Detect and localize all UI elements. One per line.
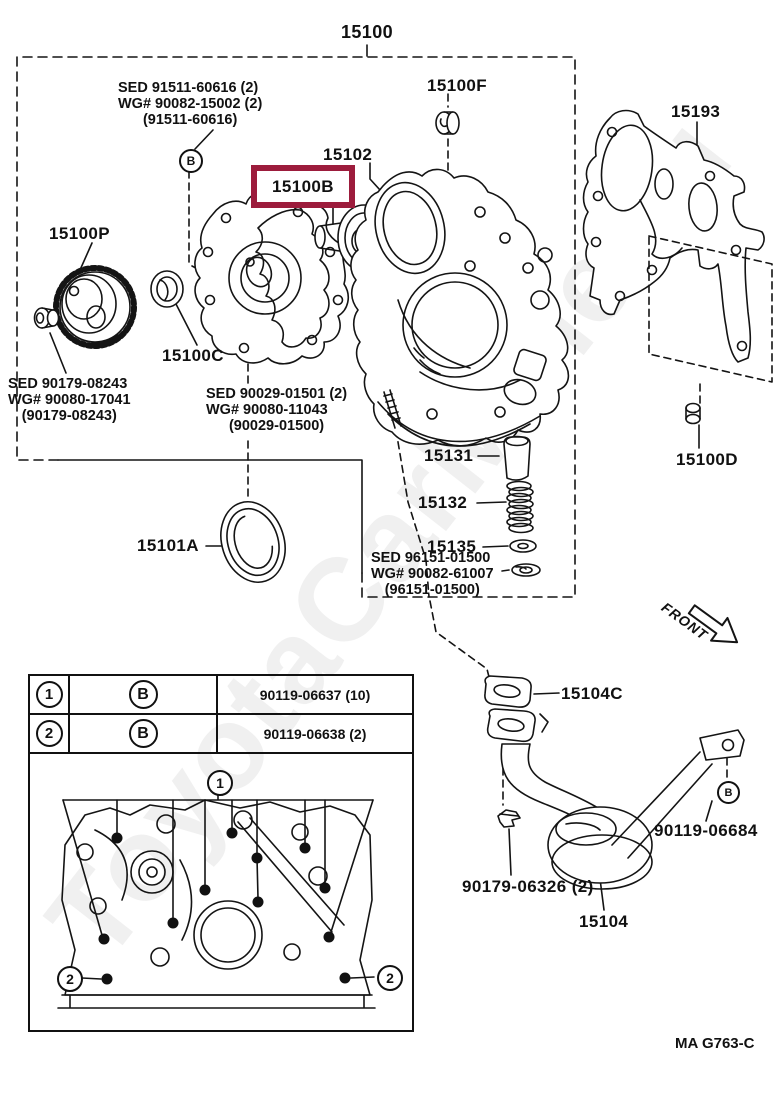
callout-b-top: B (179, 149, 203, 173)
note-line: WG# 90082-61007 (371, 566, 494, 582)
table-cell-part: 90119-06638 (2) (263, 725, 367, 742)
assembly-number-label: 15100 (340, 22, 394, 42)
note-91511: SED 91511-60616 (2) WG# 90082-15002 (2) … (118, 80, 262, 128)
circled-b: B (128, 680, 158, 709)
part-label-90119-06684: 90119-06684 (654, 821, 758, 840)
plug-drawing (435, 111, 460, 135)
note-90029: SED 90029-01501 (2) WG# 90080-11043 (900… (206, 386, 347, 434)
table-cell-num: 1 (30, 676, 70, 713)
timing-gear-case-gasket-drawing (582, 109, 773, 383)
oil-pump-body-drawing (350, 168, 570, 447)
part-label-15100P: 15100P (49, 224, 111, 243)
oil-strainer-drawing (484, 675, 745, 890)
highlighted-part-label-15100B[interactable]: 15100B (251, 165, 355, 208)
callout-b-strainer: B (717, 781, 740, 804)
front-arrow (687, 604, 739, 644)
bolt-reference-box: 1 B 90119-06637 (10) 2 B 90119-06638 (2) (28, 674, 414, 1032)
note-line: SED 90029-01501 (2) (206, 386, 348, 402)
pump-cover-drawing (194, 192, 350, 365)
part-label-15132: 15132 (418, 493, 468, 512)
part-label-15193: 15193 (671, 102, 721, 121)
note-line: (96151-01500) (384, 582, 480, 598)
table-cell-num: 2 (30, 715, 70, 752)
part-label-15104: 15104 (579, 912, 629, 931)
note-96151: SED 96151-01500 WG# 90082-61007 (96151-0… (371, 550, 494, 598)
callout-1-block: 1 (207, 770, 233, 796)
part-label-15100C: 15100C (162, 346, 224, 365)
note-line: (90029-01500) (228, 418, 325, 434)
part-label-15131: 15131 (424, 446, 474, 465)
circled-b: B (128, 719, 158, 748)
relief-valve-drawing (503, 435, 541, 577)
oil-seal-drawing (220, 501, 286, 583)
note-90179: SED 90179-08243 WG# 90080-17041 (90179-0… (8, 376, 131, 424)
part-label-15101A: 15101A (137, 536, 199, 555)
bolt-location-diagram (57, 792, 376, 1009)
bolt-dots (98, 827, 351, 985)
part-label-15100F: 15100F (427, 76, 488, 95)
diagram-code-label: MA G763-C (675, 1035, 755, 1052)
note-line: WG# 90080-11043 (206, 402, 328, 418)
note-line: SED 91511-60616 (2) (118, 80, 259, 96)
leaders (49, 121, 713, 911)
note-line: WG# 90080-17041 (8, 392, 131, 408)
table-row: 2 B 90119-06638 (2) (30, 715, 412, 754)
part-label-15102: 15102 (323, 145, 373, 164)
collar-drawing (150, 270, 184, 308)
note-line: SED 96151-01500 (371, 550, 491, 566)
note-line: SED 90179-08243 (8, 376, 128, 392)
part-label-15135: 15135 (427, 537, 477, 556)
table-cell-code: B (70, 676, 218, 713)
part-label-15100D: 15100D (676, 450, 738, 469)
dowel-drawing (685, 402, 701, 425)
table-row: 1 B 90119-06637 (10) (30, 676, 412, 715)
callout-2-block-left: 2 (57, 966, 83, 992)
oil-pump-drive-gear-drawing (33, 265, 137, 349)
circled-1: 1 (35, 681, 63, 708)
circled-2: 2 (35, 720, 63, 747)
table-cell-part: 90119-06637 (10) (259, 686, 371, 703)
stud-bolt-drawing (383, 389, 402, 429)
note-line: (91511-60616) (142, 112, 238, 128)
part-label-15104C: 15104C (561, 684, 623, 703)
note-line: (90179-08243) (21, 408, 117, 424)
table-cell-code: B (70, 715, 218, 752)
part-label-90179-06326: 90179-06326 (2) (462, 877, 594, 896)
callout-2-block-right: 2 (377, 965, 403, 991)
assembly-boundary (16, 44, 576, 598)
note-line: WG# 90082-15002 (2) (118, 96, 263, 112)
